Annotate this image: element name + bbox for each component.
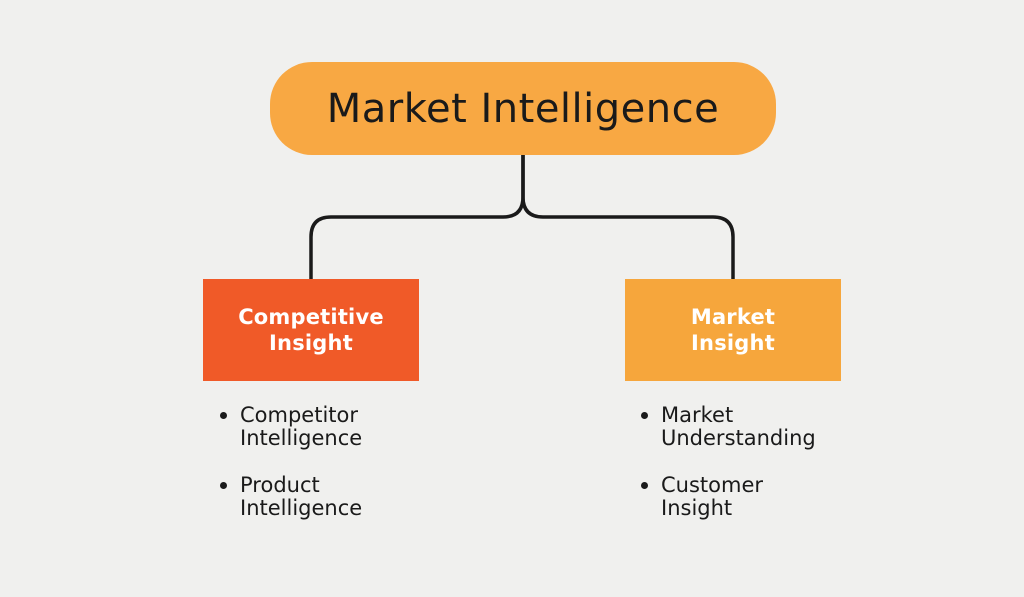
root-node-label: Market Intelligence [326, 85, 720, 132]
bullet-icon [641, 412, 648, 419]
branch-node-label: Market Insight [690, 305, 776, 355]
list-item: Product Intelligence [220, 474, 440, 520]
branch-node-competitive-insight: Competitive Insight [203, 279, 419, 381]
bullet-icon [641, 482, 648, 489]
list-item: Customer Insight [641, 474, 861, 520]
list-item: Competitor Intelligence [220, 404, 440, 450]
list-item: Market Understanding [641, 404, 861, 450]
branch-node-label: Competitive Insight [238, 305, 384, 355]
list-item-text: Product Intelligence [240, 473, 363, 520]
list-item-text: Market Understanding [661, 403, 816, 450]
bullet-icon [220, 412, 227, 419]
list-item-text: Customer Insight [661, 473, 764, 520]
connector-branch-right [521, 155, 735, 280]
competitive-insight-list: Competitor Intelligence Product Intellig… [220, 404, 440, 544]
branch-node-market-insight: Market Insight [625, 279, 841, 381]
bullet-icon [220, 482, 227, 489]
connector-branch-left [309, 155, 525, 280]
list-item-text: Competitor Intelligence [240, 403, 363, 450]
root-node-market-intelligence: Market Intelligence [270, 62, 776, 155]
market-insight-list: Market Understanding Customer Insight [641, 404, 861, 544]
